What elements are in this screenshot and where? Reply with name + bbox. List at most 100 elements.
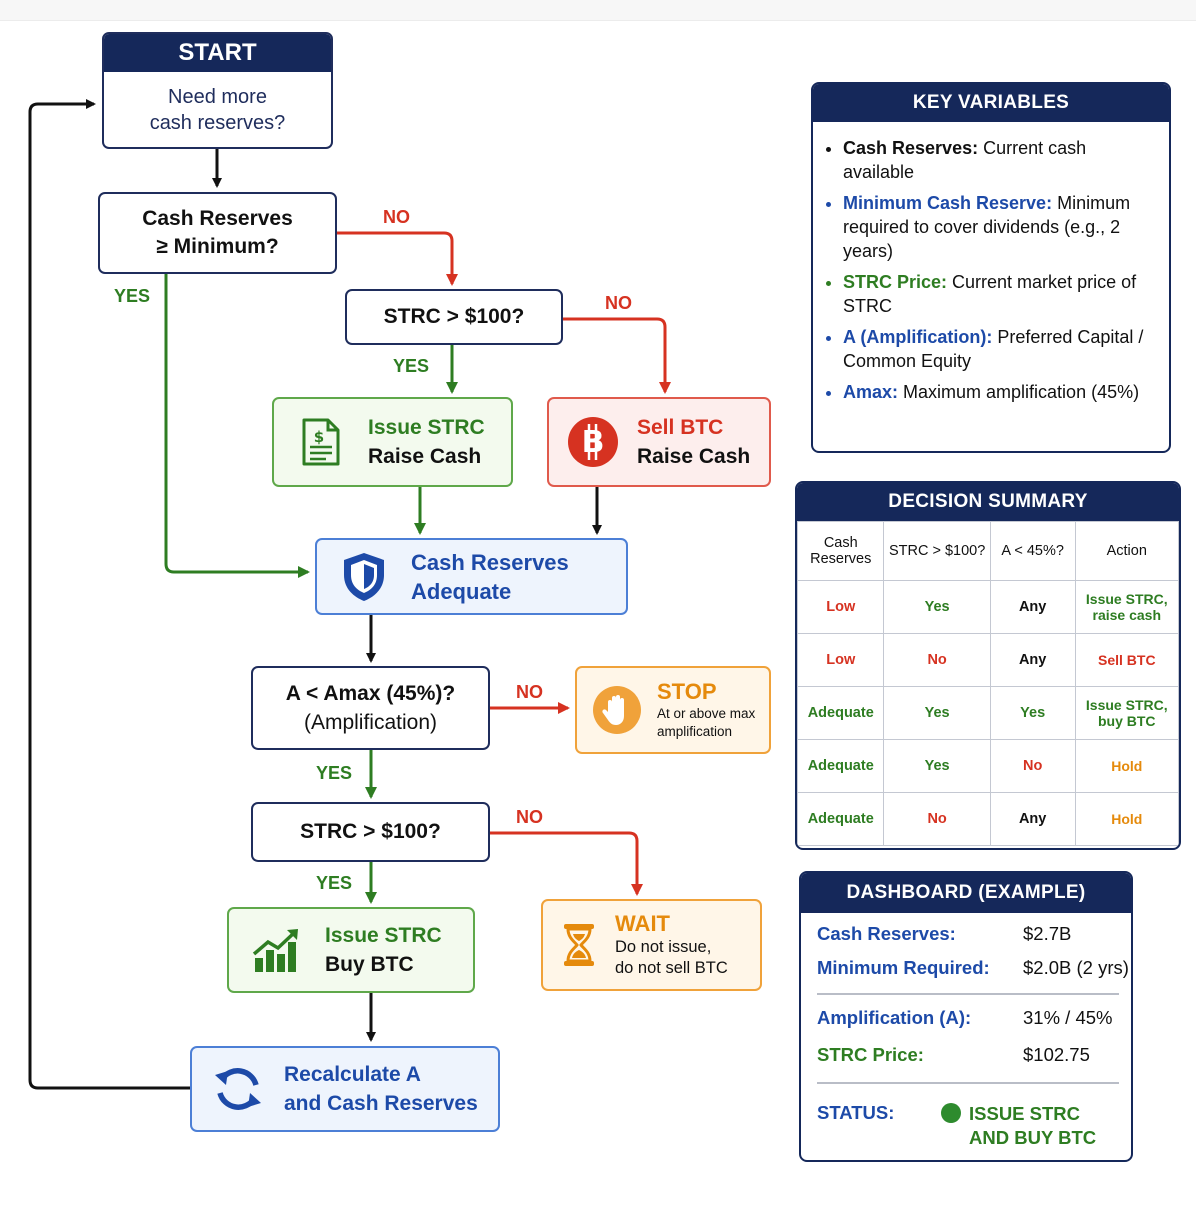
key-variable-item: Cash Reserves: Current cash available <box>843 136 1159 184</box>
amplification-label: Amplification (A): <box>817 1007 972 1028</box>
key-variable-term: STRC Price: <box>843 272 948 292</box>
decision-strc-price-1: STRC > $100? <box>345 289 563 345</box>
status-dot-icon <box>941 1103 961 1123</box>
key-variable-desc: Preferred Capital / Common Equity <box>843 327 1144 371</box>
table-cell: Hold <box>1074 739 1179 793</box>
cash-reserves-label: Cash Reserves: <box>817 923 956 944</box>
action-recalculate: Recalculate A and Cash Reserves <box>190 1046 500 1132</box>
wait-line-1: Do not issue, <box>615 938 712 956</box>
buy-btc-title: Issue STRC <box>325 924 442 947</box>
no-label: NO <box>383 207 410 227</box>
status-line-1: ISSUE STRC <box>969 1103 1081 1124</box>
adequate-line-1: Cash Reserves <box>411 549 569 575</box>
arrow-loop-back <box>28 99 190 1090</box>
table-cell: Any <box>989 792 1076 846</box>
status-line-2: AND BUY BTC <box>969 1127 1097 1148</box>
yes-label: YES <box>316 763 353 783</box>
decision-strc-2-text: STRC > $100? <box>300 820 441 843</box>
column-header: A < 45%? <box>989 521 1076 581</box>
key-variables-panel: KEY VARIABLES Cash Reserves: Current cas… <box>811 82 1171 453</box>
svg-text:B: B <box>582 425 605 460</box>
no-label: NO <box>516 682 543 702</box>
no-label: NO <box>605 293 632 313</box>
minimum-label: Minimum Required: <box>817 957 990 978</box>
key-variable-term: Cash Reserves: <box>843 138 979 158</box>
key-variable-item: A (Amplification): Preferred Capital / C… <box>843 325 1159 373</box>
strc-price-value: $102.75 <box>1023 1044 1090 1065</box>
table-cell: Sell BTC <box>1074 633 1179 687</box>
table-cell: Adequate <box>797 739 885 793</box>
column-header: Cash Reserves <box>797 521 885 581</box>
document-dollar-icon: $ <box>274 399 368 485</box>
decision-strc-price-2: STRC > $100? <box>251 802 490 862</box>
table-cell: Low <box>797 633 885 687</box>
table-cell: Any <box>989 633 1076 687</box>
recalc-line-2: and Cash Reserves <box>284 1092 478 1115</box>
stop-line-2: amplification <box>657 724 733 739</box>
yes-label: YES <box>114 286 151 306</box>
table-cell: Yes <box>989 686 1076 740</box>
key-variable-item: Amax: Maximum amplification (45%) <box>843 380 1159 404</box>
table-cell: No <box>883 792 991 846</box>
state-wait: WAIT Do not issue, do not sell BTC <box>541 899 762 991</box>
issue-strc-title: Issue STRC <box>368 416 485 439</box>
key-variable-item: STRC Price: Current market price of STRC <box>843 270 1159 318</box>
wait-title: WAIT <box>615 911 670 936</box>
decision-amplification: A < Amax (45%)? (Amplification) <box>251 666 490 750</box>
recalc-line-1: Recalculate A <box>284 1063 421 1086</box>
table-cell: Hold <box>1074 792 1179 846</box>
dashboard-minimum: Minimum Required: $2.0B (2 yrs) <box>817 957 1129 979</box>
decision-amp-line-2: (Amplification) <box>303 711 438 734</box>
decision-amp-line-1: A < Amax (45%)? <box>285 682 456 705</box>
divider <box>817 1082 1119 1084</box>
key-variable-term: Minimum Cash Reserve: <box>843 193 1053 213</box>
hourglass-icon <box>543 901 615 989</box>
decision-cash-line-2: ≥ Minimum? <box>156 235 279 258</box>
table-cell: Issue STRC, buy BTC <box>1074 686 1179 740</box>
table-cell: Adequate <box>797 686 885 740</box>
adequate-line-2: Adequate <box>411 578 512 604</box>
key-variable-desc: Current market price of STRC <box>843 272 1137 316</box>
dashboard-amplification: Amplification (A): 31% / 45% <box>817 1007 1112 1029</box>
stop-title: STOP <box>657 679 717 704</box>
state-stop: STOP At or above max amplification <box>575 666 771 754</box>
table-cell: Adequate <box>797 792 885 846</box>
dashboard-panel: DASHBOARD (EXAMPLE) Cash Reserves:$2.7B … <box>799 871 1133 1162</box>
status-value: ISSUE STRC AND BUY BTC <box>969 1102 1096 1150</box>
key-variable-term: Amax: <box>843 382 899 402</box>
stop-line-1: At or above max <box>657 706 756 721</box>
bitcoin-icon: B <box>549 399 637 485</box>
shield-icon <box>317 540 411 613</box>
amplification-value: 31% / 45% <box>1023 1007 1113 1028</box>
strc-price-label: STRC Price: <box>817 1044 924 1065</box>
decision-summary-title: DECISION SUMMARY <box>797 483 1179 521</box>
key-variable-desc: Current cash available <box>843 138 1087 182</box>
sell-btc-title: Sell BTC <box>637 416 724 439</box>
start-header: START <box>104 34 331 72</box>
key-variable-desc: Maximum amplification (45%) <box>898 382 1140 402</box>
table-cell: No <box>883 633 991 687</box>
divider <box>817 993 1119 995</box>
start-line-1: Need more <box>168 86 267 108</box>
key-variables-list: Cash Reserves: Current cash availableMin… <box>813 122 1169 404</box>
hand-icon <box>577 668 657 752</box>
minimum-value: $2.0B (2 yrs) <box>1023 957 1129 978</box>
no-label: NO <box>516 807 543 827</box>
svg-text:$: $ <box>314 428 324 446</box>
arrow-strc2-no <box>490 831 643 896</box>
yes-label: YES <box>316 873 353 893</box>
table-cell: No <box>989 739 1076 793</box>
table-cell: Yes <box>883 686 991 740</box>
table-cell: Any <box>989 580 1076 634</box>
